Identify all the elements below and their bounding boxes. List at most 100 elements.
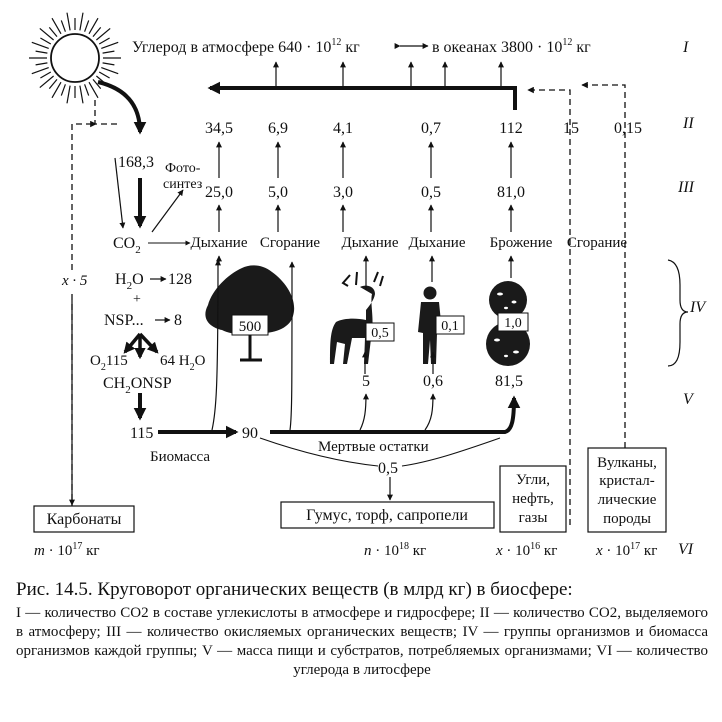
process-respiration-humans: Дыхание: [409, 235, 466, 251]
fuels-box: Угли, нефть, газы: [499, 465, 567, 533]
biomass-value-plants: 500: [239, 319, 262, 335]
sun-ray: [51, 17, 62, 35]
emission-value-combustion-wood: 6,9: [268, 120, 288, 137]
sun-icon: [29, 12, 121, 104]
dead-remains-value: 90: [242, 425, 258, 442]
biomass-value-animals: 0,5: [371, 326, 389, 341]
sun-ray: [51, 81, 62, 99]
emission-value-respiration-humans: 0,7: [421, 120, 441, 137]
sun-ray: [66, 85, 71, 104]
sun-ray: [101, 67, 119, 75]
sun-ray: [92, 27, 102, 37]
sun-ray: [84, 20, 90, 32]
lithosphere-humus: n · 1018 кг: [364, 541, 426, 559]
photosynthesis-label-2: синтез: [163, 177, 203, 192]
sun-ray: [31, 67, 49, 75]
caption-title: Рис. 14.5. Круговорот органических вещес…: [16, 579, 573, 600]
sun-ray: [40, 71, 52, 79]
oxidized-value-combustion-wood: 5,0: [268, 184, 288, 201]
carbonates-box: Карбонаты: [33, 505, 135, 533]
sun-ray: [102, 50, 115, 54]
svg-text:газы: газы: [519, 510, 548, 526]
svg-text:Карбонаты: Карбонаты: [47, 511, 122, 528]
process-combustion-wood: Сгорание: [260, 235, 320, 251]
food-value-animals: 5: [362, 373, 370, 390]
sun-ray: [84, 84, 90, 96]
h2o-label: H2O: [115, 271, 144, 292]
sun-ray: [79, 85, 84, 104]
oxidized-value-respiration-humans: 0,5: [421, 184, 441, 201]
svg-text:Угли,: Угли,: [516, 472, 550, 488]
carbonate-dashed-loop: [71, 120, 97, 510]
sun-ray: [98, 71, 110, 79]
nsp-value: 8: [174, 312, 182, 329]
sun-ray: [48, 27, 58, 37]
sun-to-photosynthesis-arrow: [97, 80, 147, 135]
figure-caption: Рис. 14.5. Круговорот органических вещес…: [16, 578, 708, 680]
sun-ray: [98, 37, 110, 45]
human-icon: 0,1: [418, 286, 465, 364]
photosynthesis-value: 168,3: [118, 154, 154, 171]
carbonate-dashed-down: [94, 100, 117, 125]
lithosphere-volcanoes: x · 1017 кг: [595, 541, 657, 559]
sun-ray: [40, 37, 52, 45]
sun-ray: [39, 27, 54, 41]
photosynthesis-up-arrow: [151, 189, 184, 233]
nsp-label: NSP...: [104, 312, 144, 329]
sun-ray: [31, 41, 49, 49]
carbonate-loop-value: x · 5: [61, 273, 88, 289]
oxidized-value-fermentation: 81,0: [497, 184, 525, 201]
emission-value-fuel-combustion: 15: [563, 120, 579, 137]
oxidized-value-respiration-plants: 25,0: [205, 184, 233, 201]
deer-icon: 0,5: [330, 271, 395, 364]
humus-box: Гумус, торф, сапропели: [280, 501, 495, 529]
co2-label: CO2: [113, 235, 141, 256]
row-label-6: VI: [678, 541, 694, 558]
svg-text:Гумус, торф, сапропели: Гумус, торф, сапропели: [306, 507, 468, 524]
emission-value-fermentation: 112: [499, 120, 522, 137]
row-label-2: II: [682, 115, 694, 132]
process-fuel-combustion: Сгорание: [567, 235, 627, 251]
process-respiration-animals: Дыхание: [342, 235, 399, 251]
microbes-icon: 1,0: [486, 281, 530, 366]
biomass-value-microbes: 1,0: [504, 316, 522, 331]
h2o-output-label: 64 H2O: [160, 353, 206, 373]
biomass-value: 115: [130, 425, 153, 442]
sun-ray: [79, 12, 84, 31]
dead-remains-main-line: [270, 395, 521, 434]
sun-ray: [88, 81, 99, 99]
emission-value-respiration-plants: 34,5: [205, 120, 233, 137]
sun-ray: [60, 20, 66, 32]
food-value-humans: 0,6: [423, 373, 443, 390]
ch2onsp-label: CH2ONSP: [103, 375, 172, 396]
lithosphere-carbonates: m · 1017 кг: [34, 541, 100, 559]
svg-text:нефть,: нефть,: [512, 491, 554, 507]
sun-ray: [92, 79, 102, 89]
sun-ray: [66, 12, 71, 31]
sun-ray: [102, 62, 115, 66]
o2-label: O2115: [90, 353, 128, 373]
sun-ray: [96, 27, 111, 41]
biomass-value-humans: 0,1: [441, 319, 459, 334]
volcano-dashed-loop: [581, 81, 626, 448]
volcanoes-box: Вулканы, кристал- лические породы: [587, 447, 667, 533]
svg-text:кристал-: кристал-: [599, 473, 654, 489]
fuel-dashed-loop: [527, 86, 571, 525]
sun-ray: [35, 62, 48, 66]
sun-ray: [88, 17, 99, 35]
plus-sign: +: [133, 292, 141, 307]
sun-ray: [35, 50, 48, 54]
svg-text:лические: лические: [598, 492, 657, 508]
row-label-1: I: [682, 39, 689, 56]
row-4-brace: [667, 259, 689, 367]
food-value-microbes: 81,5: [495, 373, 523, 390]
process-respiration-plants: Дыхание: [191, 235, 248, 251]
svg-text:породы: породы: [603, 511, 651, 527]
biomass-to-respiration-arrow: [211, 259, 221, 431]
photosynthesis-label-1: Фото-: [165, 161, 201, 176]
biomass-label: Биомасса: [150, 449, 210, 465]
dead-remains-label: Мертвые остатки: [318, 439, 429, 455]
sun-ray: [48, 79, 58, 89]
